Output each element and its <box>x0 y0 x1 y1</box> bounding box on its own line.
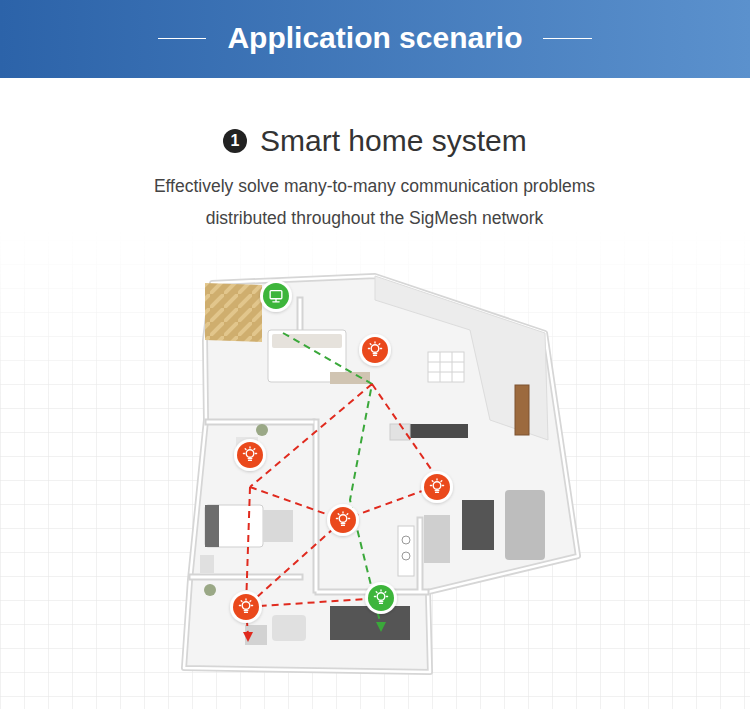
badge-number: 1 <box>231 133 240 149</box>
section-title: Application scenario <box>0 18 750 58</box>
section-heading: Smart home system <box>260 124 527 158</box>
device-markers <box>230 280 453 623</box>
link-arrowhead <box>376 622 386 632</box>
link-arrowhead <box>243 632 253 642</box>
floor-grid <box>0 230 750 709</box>
header-band <box>0 0 750 78</box>
floor-plan <box>184 276 578 672</box>
number-badge: 1 <box>223 129 247 153</box>
section-description: Effectively solve many-to-many communica… <box>122 170 627 234</box>
mesh-links <box>246 333 433 636</box>
